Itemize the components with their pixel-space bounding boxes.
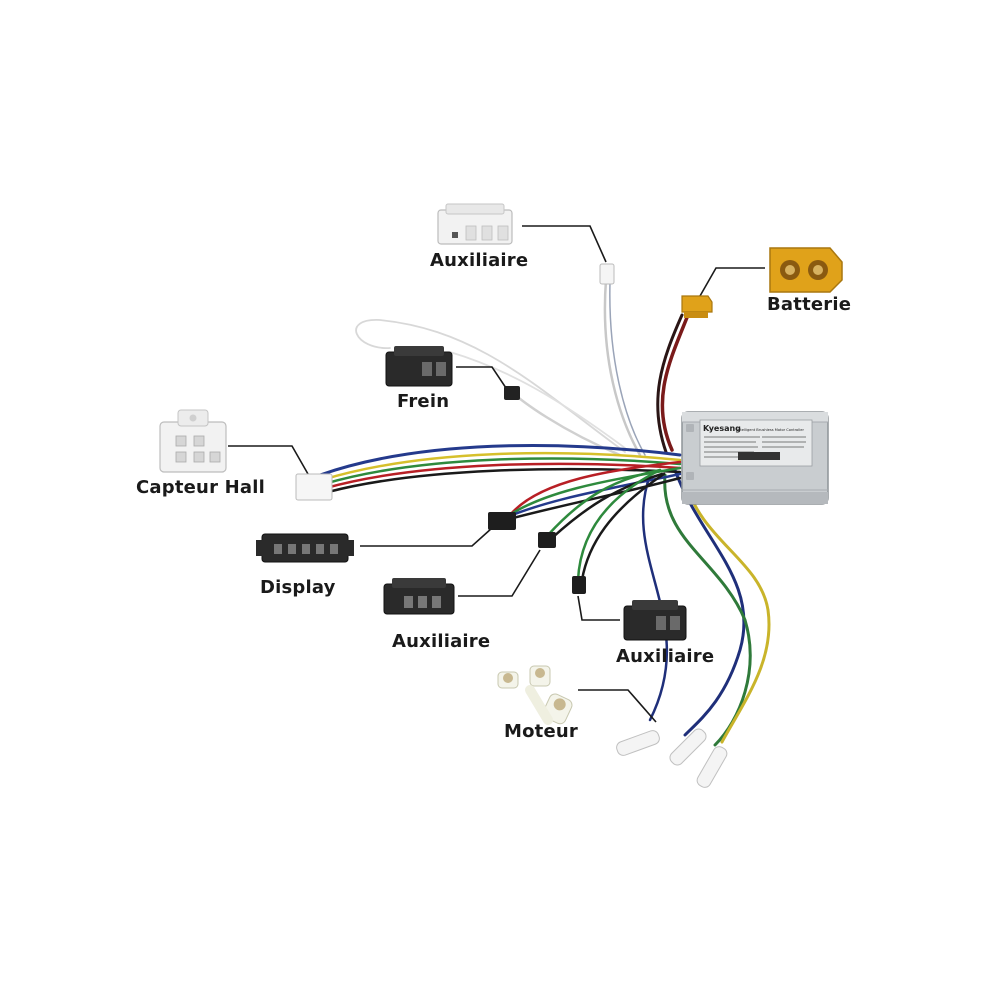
label-capteur-hall: Capteur Hall [136, 477, 265, 498]
leader-hall [228, 445, 309, 475]
frein-connector [385, 346, 453, 387]
motor-controller: Kyesang Intelligent Brushless Motor Cont… [681, 411, 829, 505]
aux-left-connector [383, 578, 455, 615]
aux-top-connector [437, 203, 513, 245]
aux-left-wire-black [550, 472, 664, 540]
power-wire-black [656, 313, 684, 454]
aux-left-wire-green [546, 468, 662, 537]
leader-moteur [578, 689, 657, 723]
aux-right-plug-small [572, 576, 586, 594]
leader-batterie [699, 267, 765, 297]
display-wire-red [508, 460, 682, 517]
display-wire-black [496, 476, 682, 524]
aux-top-plug-small [599, 263, 615, 285]
power-wire-red [660, 313, 690, 452]
leader-aux-top [522, 225, 607, 263]
motor-plugs-small [616, 728, 728, 788]
leader-aux-left [458, 549, 541, 597]
frein-plug-small [504, 386, 520, 400]
controller-brand: Kyesang [703, 424, 741, 433]
leader-lines [228, 225, 765, 723]
hall-connector [159, 409, 227, 473]
hall-wire-yellow [320, 451, 682, 482]
label-frein: Frein [397, 391, 450, 412]
label-auxiliaire-right: Auxiliaire [616, 646, 715, 667]
hall-wire-blue [318, 443, 682, 477]
label-auxiliaire-left: Auxiliaire [392, 631, 491, 652]
leader-display [360, 527, 493, 547]
aux-right-connector [623, 600, 687, 641]
phase-wire-yellow [683, 478, 771, 744]
battery-connector-large [769, 247, 843, 293]
aux-left-plug-small [538, 532, 556, 548]
hall-wire-red [324, 462, 682, 490]
leader-frein [456, 366, 507, 389]
label-auxiliaire-top: Auxiliaire [430, 250, 529, 271]
frein-wire-3 [449, 351, 626, 449]
aux-top-wire [603, 278, 642, 457]
label-batterie: Batterie [767, 294, 852, 315]
label-display: Display [260, 577, 336, 598]
leader-aux-right [577, 595, 620, 621]
aux-right-wire-black [580, 472, 666, 582]
hall-wire-black [326, 467, 682, 494]
aux-right-wire-green [576, 468, 662, 582]
motor-connectors-female [497, 665, 573, 725]
phase-wire-blue [673, 468, 746, 737]
display-plug-small [488, 512, 516, 530]
hall-plug-small [295, 473, 333, 501]
controller-subtitle: Intelligent Brushless Motor Controller [737, 428, 804, 432]
aux-top-wire-2 [609, 281, 646, 456]
wire-bundle [318, 278, 771, 747]
label-moteur: Moteur [504, 721, 578, 742]
phase-wire-blue-2 [641, 473, 668, 722]
battery-connector-small [681, 295, 713, 318]
hall-wire-green [322, 457, 682, 486]
controller-barcode [738, 452, 780, 460]
display-connector [256, 533, 354, 563]
